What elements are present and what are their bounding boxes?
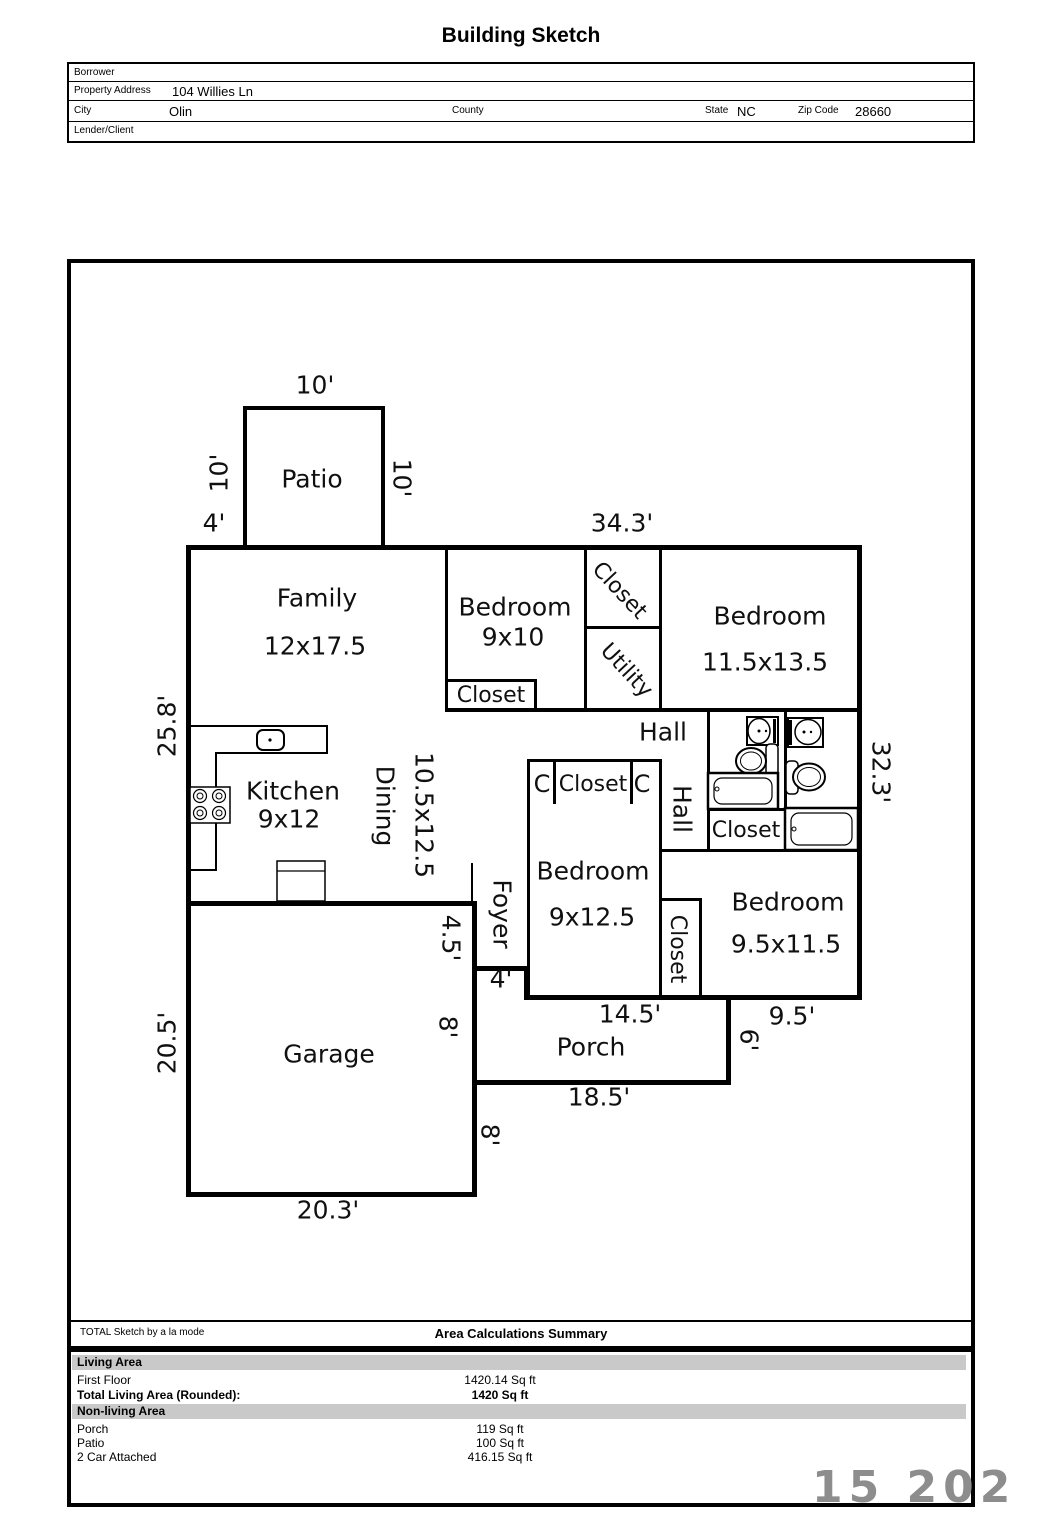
summary-row-value: 100 Sq ft (475, 1436, 525, 1450)
zip-label: Zip Code (798, 105, 839, 116)
bathroom2-toilet-icon (785, 760, 826, 795)
dim-garage-right-lower: 8' (475, 1123, 505, 1147)
room-label-bedroom4: Bedroom (731, 887, 845, 917)
room-size-kitchen: 9x12 (257, 804, 321, 834)
room-size-bedroom1: 9x10 (481, 622, 545, 652)
refrigerator-icon (276, 860, 326, 902)
dim-patio-right: 10' (387, 458, 417, 498)
dim-garage-right-mid: 8' (433, 1015, 463, 1039)
dim-patio-offset: 4' (202, 508, 226, 538)
room-label-garage: Garage (283, 1039, 375, 1069)
room-size-dining: 10.5x12.5 (409, 751, 439, 879)
summary-row-value: 1420.14 Sq ft (464, 1373, 536, 1387)
bathroom1-toilet-icon (735, 743, 779, 778)
label-c-left: C (533, 770, 551, 798)
label-bath-closet: Closet (711, 818, 781, 843)
non-living-area-header: Non-living Area (72, 1404, 966, 1419)
dim-left-upper: 25.8' (152, 694, 182, 758)
summary-row-label: 2 Car Attached (77, 1450, 157, 1464)
dim-patio-left: 10' (204, 453, 234, 493)
dim-porch-bottom: 18.5' (567, 1082, 631, 1112)
form-row-lender: Lender/Client (69, 121, 973, 141)
bathroom2-sink-icon (787, 717, 824, 748)
room-label-kitchen: Kitchen (246, 776, 340, 806)
room-label-family: Family (276, 583, 358, 613)
dim-bed4-bottom: 9.5' (768, 1001, 816, 1031)
room-label-bedroom2: Bedroom (713, 601, 827, 631)
bathroom1-sink-icon (746, 716, 779, 746)
dim-patio-top: 10' (295, 370, 335, 400)
lender-label: Lender/Client (74, 125, 134, 136)
property-address-field[interactable]: 104 Willies Ln (172, 84, 253, 99)
label-hall-main: Hall (638, 717, 688, 747)
label-bedroom1-closet: Closet (456, 683, 526, 708)
label-c-closet: Closet (558, 772, 628, 797)
summary-row-value: 416.15 Sq ft (467, 1450, 533, 1464)
sketch-border (67, 259, 975, 1507)
property-address-label: Property Address (74, 85, 151, 96)
summary-divider (67, 1346, 975, 1352)
bathroom1-tub-icon (706, 771, 780, 811)
summary-row-value: 1420 Sq ft (471, 1388, 529, 1402)
dim-foyer-width: 4' (489, 964, 513, 994)
software-branding: TOTAL Sketch by a la mode (80, 1327, 205, 1338)
summary-row-label: First Floor (77, 1373, 131, 1387)
living-area-header: Living Area (72, 1355, 966, 1370)
form-row-borrower: Borrower (69, 64, 973, 81)
city-field[interactable]: Olin (169, 104, 193, 119)
room-label-patio: Patio (281, 464, 343, 494)
room-size-family: 12x17.5 (263, 631, 367, 661)
state-label: State (705, 105, 729, 116)
state-field[interactable]: NC (737, 104, 756, 119)
dim-porch-right: 6' (734, 1028, 764, 1052)
label-bedroom4-closet: Closet (665, 914, 690, 984)
kitchen-sink-icon (256, 729, 285, 751)
room-size-bedroom2: 11.5x13.5 (701, 647, 829, 677)
property-form: Borrower Property Address 104 Willies Ln… (67, 62, 975, 143)
summary-row-label: Patio (77, 1436, 105, 1450)
room-label-porch: Porch (556, 1032, 626, 1062)
form-row-city: City Olin County State NC Zip Code 28660 (69, 100, 973, 121)
summary-row-label: Porch (77, 1422, 109, 1436)
room-label-bedroom3: Bedroom (536, 856, 650, 886)
dim-porch-top: 14.5' (598, 999, 662, 1029)
summary-row-value: 119 Sq ft (476, 1422, 524, 1436)
dim-garage-bottom: 20.3' (296, 1195, 360, 1225)
exterior-walls (186, 406, 862, 1197)
stove-icon (189, 786, 231, 824)
dim-top: 34.3' (590, 508, 654, 538)
room-label-dining: Dining (370, 765, 400, 847)
city-label: City (74, 105, 92, 116)
dim-right: 32.3' (866, 740, 896, 804)
borrower-label: Borrower (74, 67, 115, 78)
summary-row-label: Total Living Area (Rounded): (77, 1388, 241, 1402)
room-size-bedroom4: 9.5x11.5 (730, 929, 842, 959)
dim-garage-left: 20.5' (152, 1011, 182, 1075)
bathroom2-tub-icon (783, 806, 860, 852)
room-label-foyer: Foyer (487, 879, 517, 949)
form-row-address: Property Address 104 Willies Ln (69, 81, 973, 100)
label-hall-side: Hall (667, 784, 697, 834)
page-title: Building Sketch (441, 24, 601, 47)
area-calculations-heading: Area Calculations Summary (434, 1326, 608, 1341)
date-watermark: 15 202 (812, 1462, 1017, 1513)
summary-top-line (67, 1320, 975, 1322)
room-label-bedroom1: Bedroom (458, 592, 572, 622)
county-label: County (452, 105, 484, 116)
zip-field[interactable]: 28660 (855, 104, 892, 119)
label-c-right: C (633, 770, 651, 798)
dim-garage-right-upper: 4.5' (436, 914, 466, 962)
room-size-bedroom3: 9x12.5 (548, 902, 636, 932)
